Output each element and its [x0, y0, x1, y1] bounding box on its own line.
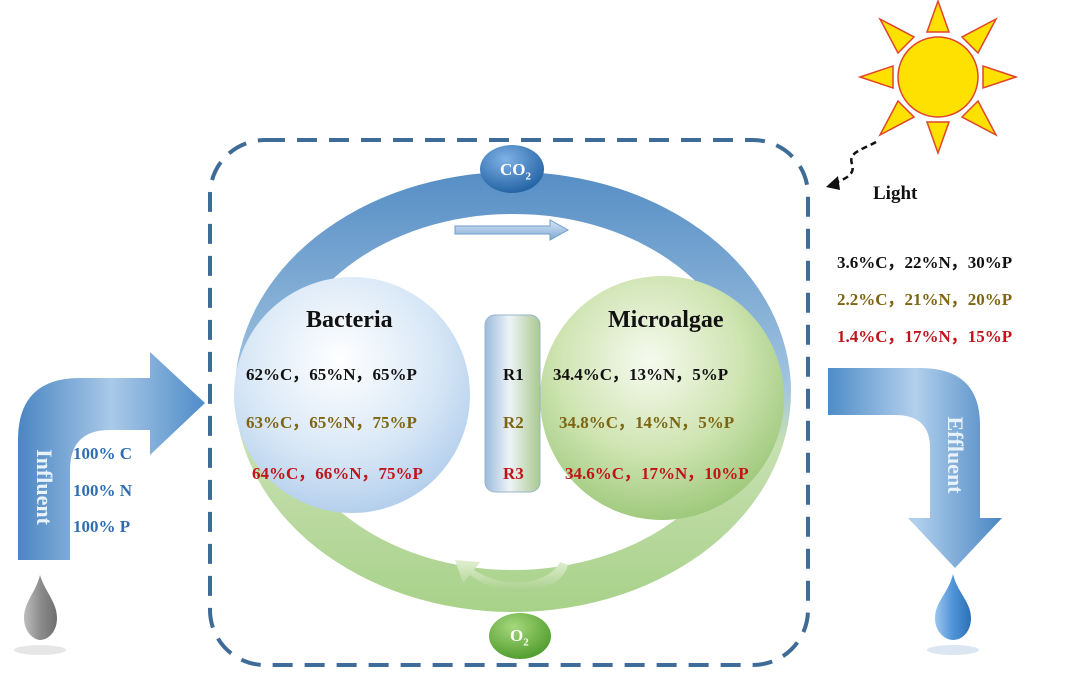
reactor-column [484, 314, 541, 493]
microalgae-r2: 34.8%C，14%N，5%P [559, 413, 735, 432]
co2-label: CO2 [500, 160, 531, 183]
o2-label: O2 [510, 626, 529, 649]
bacteria-sphere [234, 277, 470, 513]
flow-arrow-curl [455, 560, 568, 592]
flow-arrow-right [454, 219, 570, 241]
light-arrow-head [826, 176, 840, 190]
effluent-r3: 1.4%C，17%N，15%P [837, 327, 1013, 346]
reactor-r2: R2 [503, 413, 524, 432]
bacteria-title: Bacteria [306, 307, 393, 333]
light-label: Light [873, 183, 918, 204]
effluent-label: Effluent [943, 416, 968, 494]
effluent-r1: 3.6%C，22%N，30%P [837, 253, 1013, 272]
influent-carbon: 100% C [73, 444, 133, 463]
bacteria-r1: 62%C，65%N，65%P [246, 365, 417, 384]
influent-drop [24, 575, 57, 640]
light-arrow [831, 140, 877, 186]
influent-label: Influent [32, 449, 57, 525]
microalgae-title: Microalgae [608, 307, 724, 333]
microalgae-r3: 34.6%C，17%N，10%P [565, 464, 749, 483]
reactor-boundary [208, 138, 810, 667]
influent-drop-shadow [14, 645, 66, 655]
effluent-pipe [828, 368, 1002, 568]
influent-phosphorus: 100% P [73, 517, 131, 536]
bacteria-r3: 64%C，66%N，75%P [252, 464, 423, 483]
reactor-r3: R3 [503, 464, 524, 483]
microalgae-r1: 34.4%C，13%N，5%P [553, 365, 729, 384]
effluent-drop [935, 574, 971, 640]
reactor-r1: R1 [503, 365, 524, 384]
sun-icon [857, 0, 1019, 156]
bacteria-r2: 63%C，65%N，75%P [246, 413, 417, 432]
effluent-r2: 2.2%C，21%N，20%P [837, 290, 1013, 309]
o2-ball [489, 613, 551, 659]
influent-nitrogen: 100% N [73, 481, 133, 500]
co2-ball [480, 145, 544, 193]
microalgae-sphere [540, 276, 784, 520]
influent-pipe [18, 352, 205, 560]
effluent-drop-shadow [927, 645, 979, 655]
